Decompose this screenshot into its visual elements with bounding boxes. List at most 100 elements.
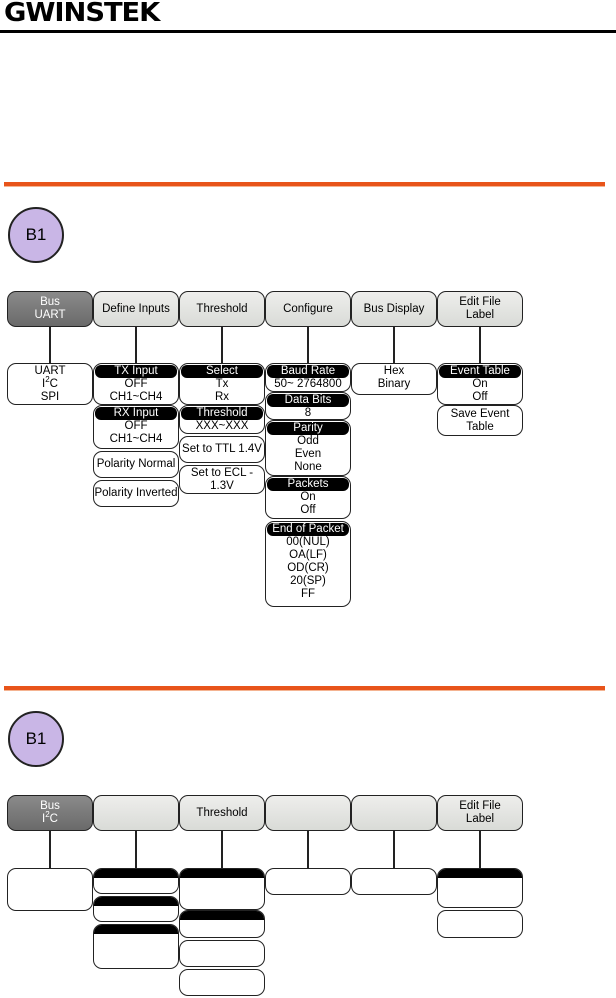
blank-option-box[interactable]: [437, 910, 523, 938]
bus-type-menu[interactable]: UART I2C SPI: [7, 363, 93, 405]
polarity-normal-button[interactable]: Polarity Normal: [93, 451, 179, 478]
i2c-base: I: [42, 378, 46, 390]
connector: [307, 831, 309, 868]
tx-input-menu[interactable]: TX Input OFF CH1~CH4: [93, 363, 179, 405]
key-label: Bus: [40, 296, 60, 308]
eop-lf[interactable]: OA(LF): [289, 549, 327, 561]
define-inputs-key[interactable]: Define Inputs: [93, 291, 179, 327]
data-bits-box[interactable]: Data Bits 8: [265, 392, 351, 420]
blank-header-box[interactable]: [93, 896, 179, 922]
badge-label: B1: [25, 729, 47, 748]
blank-header-box[interactable]: [179, 868, 265, 910]
rx-input-off[interactable]: OFF: [124, 420, 148, 432]
blank-option-box[interactable]: [265, 868, 351, 895]
edit-file-label-key[interactable]: Edit File Label: [437, 291, 523, 327]
threshold-key[interactable]: Threshold: [179, 291, 265, 327]
key-label: Define Inputs: [102, 302, 170, 315]
bus-option-i2c[interactable]: I2C: [8, 376, 92, 391]
save-event-table-button[interactable]: Save Event Table: [437, 405, 523, 436]
rx-input-menu[interactable]: RX Input OFF CH1~CH4: [93, 405, 179, 449]
key-label: Label: [465, 813, 495, 825]
bus-option-spi[interactable]: SPI: [40, 391, 60, 403]
set-ecl-value: 1.3V: [210, 480, 234, 492]
event-table-on[interactable]: On: [472, 378, 488, 390]
select-rx[interactable]: Rx: [214, 391, 230, 403]
threshold-header: Threshold: [181, 407, 263, 420]
tx-input-channels[interactable]: CH1~CH4: [109, 391, 163, 403]
blank-option-box[interactable]: [179, 940, 265, 967]
section-2-badge: B1: [8, 711, 64, 767]
parity-menu[interactable]: Parity Odd Even None: [265, 420, 351, 476]
threshold-key[interactable]: Threshold: [179, 795, 265, 831]
blank-header-box[interactable]: [179, 910, 265, 938]
set-ttl-button[interactable]: Set to TTL 1.4V: [179, 436, 265, 463]
rx-input-channels[interactable]: CH1~CH4: [109, 433, 163, 445]
blank-option-box[interactable]: [351, 868, 437, 895]
connector: [393, 327, 395, 363]
bus-display-key[interactable]: Bus Display: [351, 291, 437, 327]
connector: [135, 831, 137, 868]
blank-key[interactable]: [351, 795, 437, 831]
key-label: UART: [34, 309, 66, 321]
tx-input-off[interactable]: OFF: [124, 378, 148, 390]
blank-header-box[interactable]: [93, 868, 179, 894]
parity-odd[interactable]: Odd: [297, 435, 319, 447]
eop-nul[interactable]: 00(NUL): [286, 536, 330, 548]
header-rule: [0, 30, 616, 33]
section-2-rule: [4, 686, 605, 691]
event-table-menu[interactable]: Event Table On Off: [437, 363, 523, 405]
packets-header: Packets: [267, 478, 349, 491]
select-tx[interactable]: Tx: [215, 378, 229, 390]
select-menu[interactable]: Select Tx Rx: [179, 363, 265, 405]
blank-key[interactable]: [93, 795, 179, 831]
display-binary[interactable]: Binary: [377, 378, 411, 390]
connector: [479, 327, 481, 363]
polarity-inverted-label: Polarity Inverted: [94, 487, 178, 499]
section-1-rule: [4, 182, 605, 187]
box-header: [180, 911, 264, 920]
set-ttl-label: Set to TTL 1.4V: [182, 443, 262, 455]
baud-rate-box[interactable]: Baud Rate 50~ 2764800: [265, 363, 351, 392]
threshold-range: XXX~XXX: [195, 420, 249, 432]
blank-option-box[interactable]: [179, 969, 265, 996]
edit-file-label-key[interactable]: Edit File Label: [437, 795, 523, 831]
parity-even[interactable]: Even: [294, 448, 322, 460]
event-table-off[interactable]: Off: [472, 391, 488, 403]
rx-input-header: RX Input: [95, 407, 177, 420]
i2c-end: C: [49, 378, 58, 390]
packets-off[interactable]: Off: [300, 504, 316, 516]
packets-on[interactable]: On: [300, 491, 316, 503]
bus-i2c-key[interactable]: Bus I2C: [7, 795, 93, 831]
set-ecl-button[interactable]: Set to ECL - 1.3V: [179, 465, 265, 494]
data-bits-header: Data Bits: [267, 394, 349, 407]
set-ecl-label: Set to ECL -: [190, 467, 254, 479]
eop-sp[interactable]: 20(SP): [290, 575, 326, 587]
connector: [479, 831, 481, 868]
parity-header: Parity: [267, 422, 349, 435]
connector: [49, 831, 51, 868]
threshold-value-box[interactable]: Threshold XXX~XXX: [179, 405, 265, 434]
blank-header-box[interactable]: [93, 924, 179, 969]
badge-label: B1: [25, 225, 47, 244]
end-of-packet-header: End of Packet: [267, 523, 349, 536]
configure-key[interactable]: Configure: [265, 291, 351, 327]
display-format-menu[interactable]: Hex Binary: [351, 363, 437, 395]
section-1-badge: B1: [8, 207, 64, 263]
end-of-packet-menu[interactable]: End of Packet 00(NUL) OA(LF) OD(CR) 20(S…: [265, 521, 351, 607]
box-header: [180, 869, 264, 878]
blank-header-box[interactable]: [437, 868, 523, 908]
bus-uart-key[interactable]: Bus UART: [7, 291, 93, 327]
blank-option-box[interactable]: [7, 868, 93, 911]
bus-option-uart[interactable]: UART: [34, 365, 66, 377]
connector: [135, 327, 137, 363]
display-hex[interactable]: Hex: [383, 365, 405, 377]
polarity-inverted-button[interactable]: Polarity Inverted: [93, 480, 179, 507]
eop-cr[interactable]: OD(CR): [287, 562, 329, 574]
eop-ff[interactable]: FF: [300, 588, 316, 600]
packets-menu[interactable]: Packets On Off: [265, 476, 351, 519]
blank-key[interactable]: [265, 795, 351, 831]
key-label: Edit File: [459, 296, 501, 308]
key-label: Edit File: [459, 800, 501, 812]
box-header: [438, 869, 522, 878]
parity-none[interactable]: None: [294, 461, 322, 473]
